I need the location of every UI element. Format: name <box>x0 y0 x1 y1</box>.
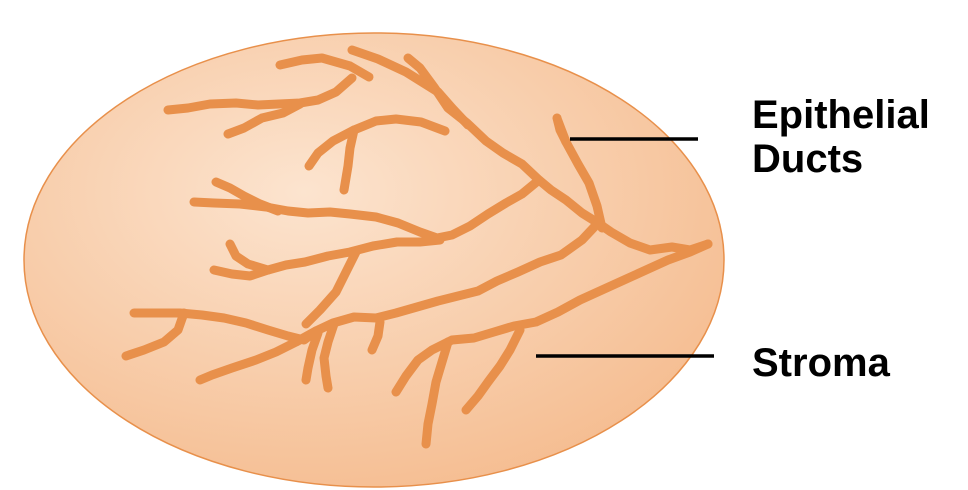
epithelial-ducts-label: Epithelial Ducts <box>752 93 930 181</box>
duct-center-stub <box>214 270 268 276</box>
stroma-label: Stroma <box>752 341 890 385</box>
epithelial-label-line2: Ducts <box>752 137 930 181</box>
stroma-ellipse <box>24 33 724 487</box>
epithelial-label-line1: Epithelial <box>752 93 930 137</box>
